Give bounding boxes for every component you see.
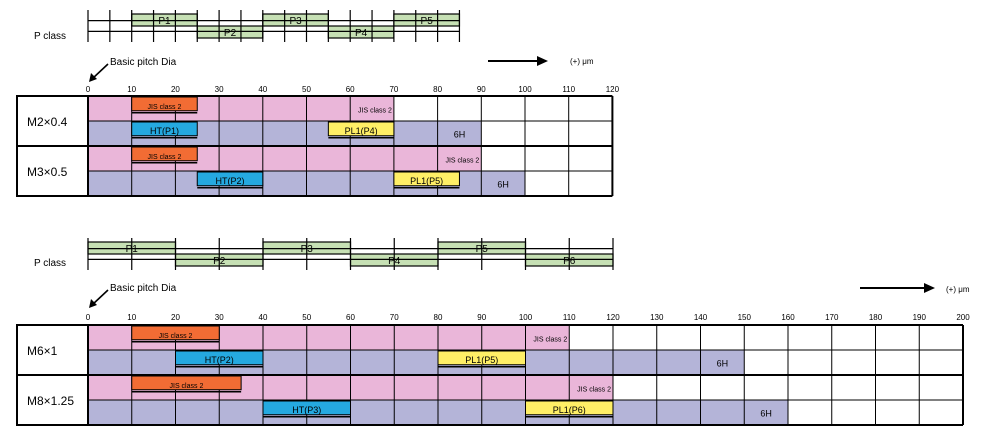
jis-bar-label: JIS class 2 xyxy=(148,104,182,111)
ht-bar-label: HT(P3) xyxy=(292,405,321,415)
axis-tick-label: 50 xyxy=(302,85,311,94)
basic-pitch-arrow: Basic pitch Dia xyxy=(89,283,177,308)
thread-name-cell xyxy=(16,95,89,147)
axis-tick-label: 0 xyxy=(86,313,91,322)
axis-ticks: 0 10 20 30 40 50 60 70 80 90 100 110 120 130 140 150 160… xyxy=(86,313,970,322)
axis-tick-label: 90 xyxy=(477,85,486,94)
pl1-bar xyxy=(437,350,526,366)
thread-name-cell xyxy=(16,374,89,426)
axis-tick-label: 10 xyxy=(127,85,136,94)
axis-tick-label: 120 xyxy=(606,313,620,322)
axis-tick-label: 120 xyxy=(606,85,620,94)
p-class-label: P class xyxy=(34,258,66,269)
axis-tick-label: 60 xyxy=(346,313,355,322)
axis-tick-label: 180 xyxy=(869,313,883,322)
jis-bar xyxy=(131,375,242,391)
units-label: (+) μm xyxy=(570,57,594,66)
jis-band-label: JIS class 2 xyxy=(445,157,479,164)
axis-tick-label: 40 xyxy=(258,85,267,94)
basic-pitch-label: Basic pitch Dia xyxy=(110,283,177,294)
ht-bar xyxy=(175,350,264,366)
units-arrow: (+) μm xyxy=(488,56,594,66)
units-arrow: (+) μm xyxy=(860,283,970,294)
axis-tick-label: 40 xyxy=(259,313,268,322)
axis-tick-label: 200 xyxy=(956,313,970,322)
ht-bar xyxy=(196,171,264,187)
thread-name-cell xyxy=(16,145,89,197)
pl1-bar-label: PL1(P5) xyxy=(410,176,443,186)
axis-tick-label: 60 xyxy=(346,85,355,94)
axis-tick-label: 90 xyxy=(477,313,486,322)
axis-tick-label: 30 xyxy=(215,313,224,322)
axis-tick-label: 10 xyxy=(127,313,136,322)
six-h-label: 6H xyxy=(760,408,772,418)
pl1-bar xyxy=(393,171,460,187)
axis-tick-label: 130 xyxy=(650,313,664,322)
pl1-bar-label: PL1(P6) xyxy=(553,405,586,415)
basic-pitch-label: Basic pitch Dia xyxy=(110,57,177,68)
jis-bar-label: JIS class 2 xyxy=(148,154,182,161)
ht-bar-label: HT(P2) xyxy=(216,176,245,186)
axis-tick-label: 20 xyxy=(171,313,180,322)
jis-bar xyxy=(131,146,198,162)
axis-tick-label: 100 xyxy=(518,85,532,94)
pl1-bar-label: PL1(P4) xyxy=(345,126,378,136)
six-h-label: 6H xyxy=(454,129,466,139)
axis-tick-label: 110 xyxy=(563,313,576,322)
p-class-name: P1 xyxy=(158,16,171,27)
thread-name: M2×0.4 xyxy=(27,115,68,129)
axis-tick-label: 80 xyxy=(434,313,443,322)
ht-bar-label: HT(P1) xyxy=(150,126,179,136)
p-class-name: P3 xyxy=(289,16,302,27)
axis-tick-label: 70 xyxy=(389,85,398,94)
axis-tick-label: 100 xyxy=(519,313,533,322)
axis-tick-label: 150 xyxy=(738,313,752,322)
axis-tick-label: 110 xyxy=(562,85,575,94)
ht-bar-label: HT(P2) xyxy=(205,355,234,365)
axis-tick-label: 50 xyxy=(302,313,311,322)
jis-band-label: JIS class 2 xyxy=(358,107,392,114)
pl1-bar-label: PL1(P5) xyxy=(465,355,498,365)
pl1-bar xyxy=(525,400,614,416)
thread-name: M8×1.25 xyxy=(27,394,74,408)
axis-tick-label: 170 xyxy=(825,313,839,322)
ht-bar xyxy=(262,400,351,416)
p-class-name: P4 xyxy=(355,28,368,39)
axis-tick-label: 190 xyxy=(913,313,927,322)
axis-tick-label: 80 xyxy=(433,85,442,94)
axis-tick-label: 20 xyxy=(171,85,180,94)
axis-ticks: 0 10 20 30 40 50 60 70 80 90 100 110 120 xyxy=(86,85,620,94)
units-label: (+) μm xyxy=(946,285,970,294)
thread-name: M6×1 xyxy=(27,344,58,358)
axis-tick-label: 30 xyxy=(215,85,224,94)
axis-tick-label: 140 xyxy=(694,313,708,322)
thread-name: M3×0.5 xyxy=(27,165,68,179)
p-class-name: P5 xyxy=(421,16,434,27)
jis-bar xyxy=(131,96,198,112)
ht-bar xyxy=(131,121,198,137)
basic-pitch-arrow: Basic pitch Dia xyxy=(89,57,177,82)
p-class-label: P class xyxy=(34,31,66,42)
jis-band-label: JIS class 2 xyxy=(533,336,567,343)
six-h-label: 6H xyxy=(497,179,509,189)
axis-tick-label: 0 xyxy=(86,85,91,94)
p-class-name: P2 xyxy=(224,28,237,39)
jis-bar xyxy=(131,325,220,341)
axis-tick-label: 70 xyxy=(390,313,399,322)
pl1-bar xyxy=(327,121,395,137)
six-h-label: 6H xyxy=(717,358,729,368)
axis-tick-label: 160 xyxy=(781,313,795,322)
jis-band-label: JIS class 2 xyxy=(577,386,611,393)
jis-bar-label: JIS class 2 xyxy=(170,383,204,390)
jis-bar-label: JIS class 2 xyxy=(159,333,193,340)
